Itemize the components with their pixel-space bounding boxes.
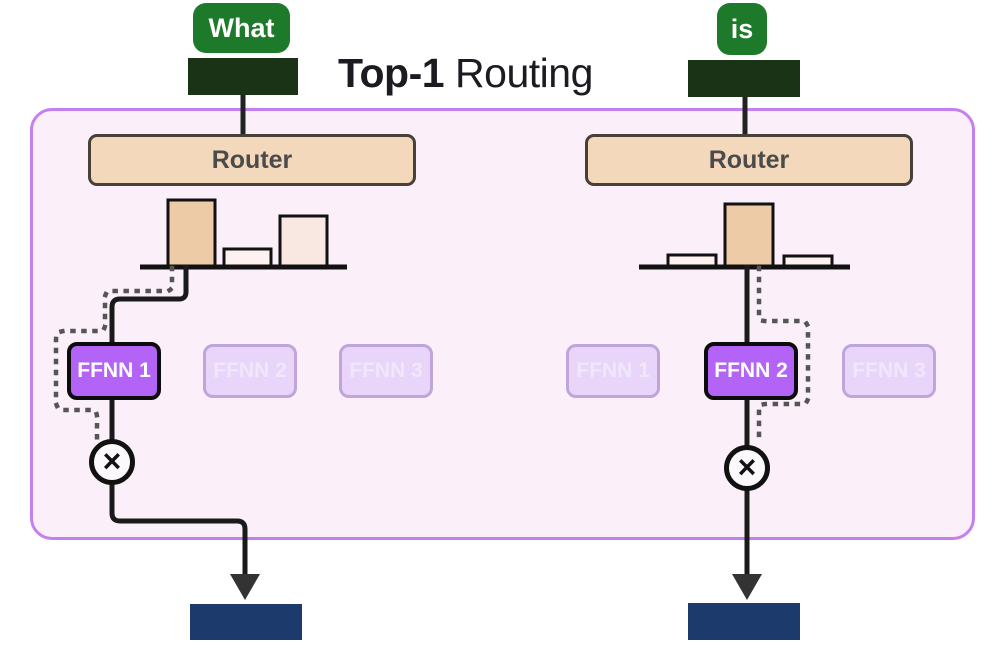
routing-path-left [109, 265, 248, 577]
router-probability-bar [723, 202, 775, 268]
token-is: is [717, 3, 767, 55]
output-arrowhead-left [230, 574, 260, 600]
token-what: What [193, 3, 290, 53]
router-box-right: Router [585, 134, 913, 186]
title-highlight: Top-1 [338, 50, 445, 96]
router-probability-bar [666, 253, 718, 268]
output-arrowhead-right [732, 574, 762, 600]
router-weight-dotted-path-right [756, 265, 811, 444]
expert-ffnn1-right: FFNN 1 [566, 344, 660, 398]
expert-ffnn2-left: FFNN 2 [203, 344, 297, 398]
multiply-icon: × [724, 445, 770, 491]
router-probability-bar [166, 198, 217, 268]
router-weight-dotted-path-left [53, 265, 175, 441]
token-embedding-strip-left [188, 58, 298, 95]
output-embedding-strip-left [190, 604, 302, 640]
expert-ffnn2-right: FFNN 2 [704, 342, 798, 400]
output-embedding-strip-right [688, 603, 800, 640]
router-probability-bar [278, 214, 329, 268]
router-distribution-right [666, 202, 834, 268]
router-box-left: Router [88, 134, 416, 186]
multiply-icon: × [89, 439, 135, 485]
router-probability-bar [222, 247, 273, 268]
title-rest: Routing [455, 50, 593, 96]
expert-ffnn1-left: FFNN 1 [67, 342, 161, 400]
expert-ffnn3-left: FFNN 3 [339, 344, 433, 398]
expert-ffnn3-right: FFNN 3 [842, 344, 936, 398]
token-embedding-strip-right [688, 60, 800, 97]
router-distribution-left [166, 198, 329, 268]
